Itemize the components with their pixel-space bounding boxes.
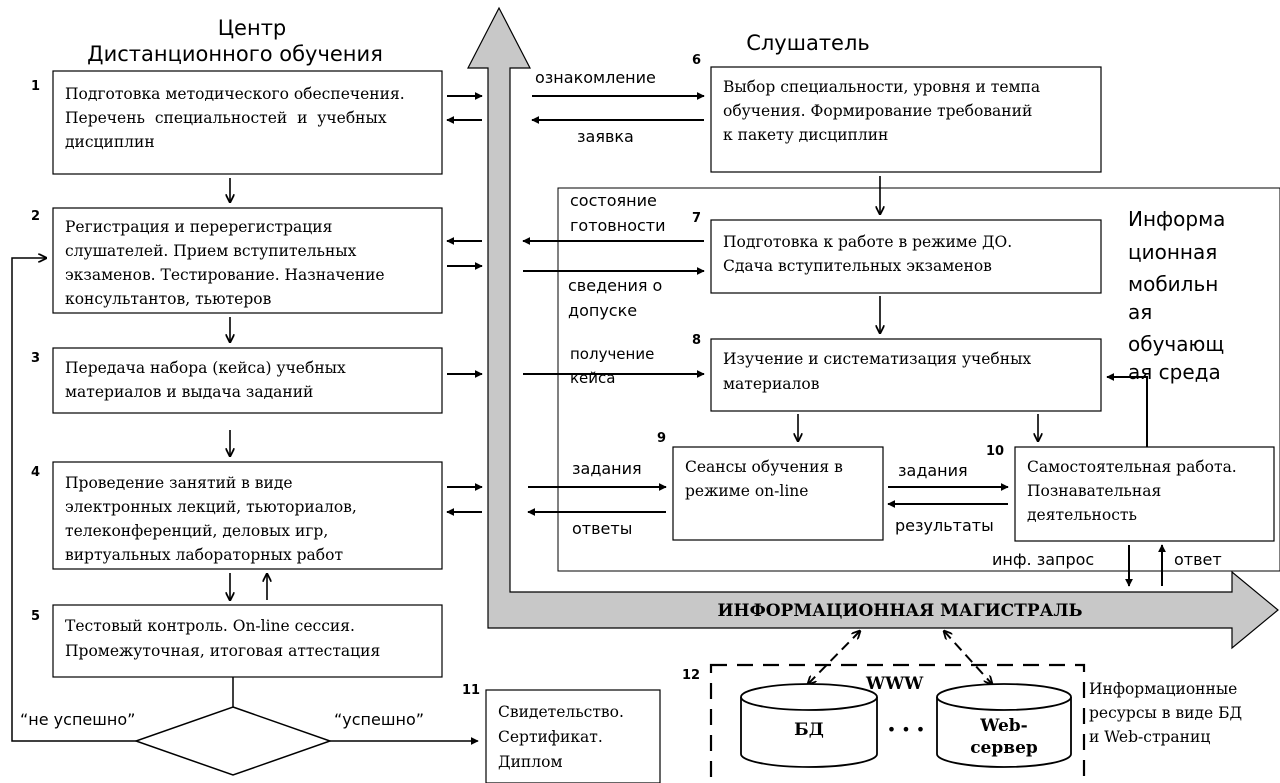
environment-frame [557,187,1280,572]
resources-number: 12 [682,668,700,683]
label-info-query: инф. запрос [992,550,1094,569]
box-11-number: 11 [462,683,480,698]
ellipsis-dots: • • • [887,720,925,739]
box-4-line-0: Проведение занятий в виде [65,474,293,492]
box-10-line-1: Познавательная [1027,482,1161,500]
label-tasks-right: задания [898,461,968,480]
box-4-line-1: электронных лекций, тьюториалов, [65,498,357,516]
box-1-line-1: Перечень специальностей и учебных [65,109,387,127]
environment-line-5: ая среда [1128,360,1221,384]
box-9-line-1: режиме on-line [685,482,808,500]
label-admission-1: сведения о [568,276,662,295]
label-admission-2: допуске [568,301,637,320]
box-9-line-0: Сеансы обучения в [685,458,843,476]
information-highway-arrow [467,6,1279,650]
resources-caption-2: и Web-страниц [1089,728,1210,746]
box-7-line-0: Подготовка к работе в режиме ДО. [723,233,1012,251]
box-1 [52,70,443,175]
box-5 [52,604,443,678]
label-answer: ответ [1174,550,1222,569]
database-label: БД [794,720,824,740]
box-11-line-2: Диплом [498,753,563,771]
box-10-number: 10 [986,444,1004,459]
listener-title: Слушатель [746,31,870,55]
label-familiarization: ознакомление [535,68,656,87]
box-10-line-0: Самостоятельная работа. [1027,458,1237,476]
box-9-number: 9 [657,431,666,446]
box-10 [1014,446,1275,542]
box-4-line-3: виртуальных лабораторных работ [65,546,343,564]
label-results: результаты [895,516,994,535]
resources-frame [709,663,1086,783]
box-2 [52,207,443,314]
box-6 [710,66,1102,173]
box-6-line-1: обучения. Формирование требований [723,102,1032,120]
box-3 [52,347,443,414]
box-3-line-0: Передача набора (кейса) учебных [65,359,346,377]
box-1-number: 1 [31,79,40,94]
label-tasks-left: задания [572,459,642,478]
box-1-line-0: Подготовка методического обеспечения. [65,85,405,103]
web-server-icon [936,683,1072,768]
box-8-number: 8 [692,333,701,348]
label-answers: ответы [572,519,632,538]
decision-diamond [133,706,333,776]
box-2-line-2: экзаменов. Тестирование. Назначение [65,266,385,284]
www-label: WWW [865,674,924,694]
label-readiness-2: готовности [570,216,666,235]
box-2-line-3: консультантов, тьютеров [65,290,272,308]
box-1-line-2: дисциплин [65,133,155,151]
box-4-number: 4 [31,465,40,480]
box-8 [710,338,1102,412]
environment-line-0: Информа [1128,207,1225,231]
loop-back-line [11,258,136,742]
resources-caption-0: Информационные [1089,680,1237,698]
box-6-number: 6 [692,53,701,68]
environment-line-4: обучающ [1128,332,1224,356]
resources-caption-1: ресурсы в виде БД [1089,704,1242,722]
box-2-line-0: Регистрация и перерегистрация [65,218,332,236]
label-not-success: “не успешно” [20,710,135,729]
box-7 [710,219,1102,294]
label-case-2: кейса [570,369,615,387]
box-7-line-1: Сдача вступительных экзаменов [723,257,992,275]
box-7-number: 7 [692,211,701,226]
box-2-line-1: слушателей. Прием вступительных [65,242,357,260]
arrow-highway-to-server [944,631,992,684]
label-readiness-1: состояние [570,191,657,210]
box-6-line-2: к пакету дисциплин [723,126,888,144]
box-4 [52,461,443,570]
label-request: заявка [577,127,634,146]
environment-line-2: мобильн [1128,272,1218,296]
box-9 [672,446,884,541]
environment-line-1: ционная [1128,240,1217,264]
box-6-line-0: Выбор специальности, уровня и темпа [723,78,1040,96]
highway-label: ИНФОРМАЦИОННАЯ МАГИСТРАЛЬ [717,601,1082,621]
box-3-number: 3 [31,351,40,366]
box-10-line-2: деятельность [1027,506,1137,524]
environment-line-3: ая [1128,300,1152,324]
web-server-label-1: Web- [979,716,1027,736]
label-success: “успешно” [334,710,424,729]
box-5-line-0: Тестовый контроль. On-line сессия. [65,617,355,635]
database-icon [740,683,878,768]
arrow-highway-to-db [808,631,860,684]
box-11 [485,689,661,783]
box-2-number: 2 [31,209,40,224]
box-8-line-1: материалов [723,375,820,393]
box-5-line-1: Промежуточная, итоговая аттестация [65,642,380,660]
box-11-line-1: Сертификат. [498,728,603,746]
box-11-line-0: Свидетельство. [498,703,624,721]
box-3-line-1: материалов и выдача заданий [65,383,313,401]
center-title-line1: Центр [218,16,287,40]
box-5-number: 5 [31,609,40,624]
box-8-line-0: Изучение и систематизация учебных [723,350,1031,368]
arrow-10-to-8-feedback [1106,373,1148,447]
center-title-line2: Дистанционного обучения [87,42,383,66]
web-server-label-2: сервер [970,738,1038,758]
label-case-1: получение [570,345,654,363]
box-4-line-2: телеконференций, деловых игр, [65,522,328,540]
